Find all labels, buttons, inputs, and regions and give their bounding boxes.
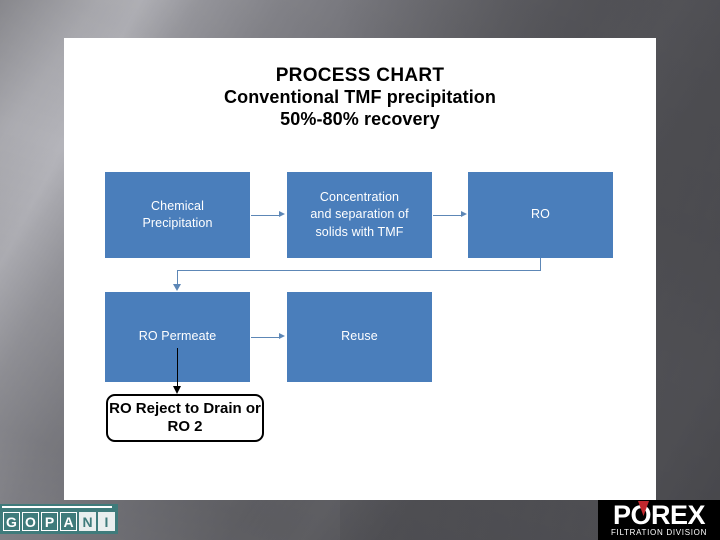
node-concentration-separation[interactable]: Concentration and separation of solids w… xyxy=(287,172,432,258)
edge-permeate-to-reject-arrowhead xyxy=(173,386,181,394)
porex-logo: POREX FILTRATION DIVISION xyxy=(598,500,720,540)
gopani-logo: G O P A N I xyxy=(0,504,118,534)
gopani-letter-n: N xyxy=(79,512,96,531)
node-ro-reject[interactable]: RO Reject to Drain or RO 2 xyxy=(106,394,264,442)
node-chemical-precipitation-line-2: Precipitation xyxy=(142,216,213,230)
edge-concentration-to-ro-line xyxy=(433,214,462,216)
edge-chemical-to-concentration-line xyxy=(251,214,280,216)
porex-wordmark: POREX xyxy=(612,500,706,530)
node-reuse-label: Reuse xyxy=(341,329,378,344)
slide-title: PROCESS CHART Conventional TMF precipita… xyxy=(64,64,656,131)
node-ro-label: RO xyxy=(531,207,550,222)
edge-permeate-to-reuse-line xyxy=(251,336,280,338)
title-line-3: 50%-80% recovery xyxy=(280,109,440,130)
edge-ro-to-permeate-arrowhead xyxy=(173,284,182,291)
edge-ro-to-permeate-segment-left xyxy=(177,270,541,272)
edge-permeate-to-reuse-arrowhead xyxy=(279,333,285,340)
node-chemical-precipitation[interactable]: Chemical Precipitation xyxy=(105,172,250,258)
gopani-letter-p: P xyxy=(41,512,58,531)
gopani-letter-i: I xyxy=(98,512,115,531)
edge-permeate-to-reject-line xyxy=(176,348,179,389)
gopani-logo-bar xyxy=(2,506,112,508)
edge-chemical-to-concentration-arrowhead xyxy=(279,211,285,218)
porex-wordmark-container: POREX xyxy=(602,500,716,530)
gopani-letter-a: A xyxy=(60,512,77,531)
node-reuse[interactable]: Reuse xyxy=(287,292,432,382)
gopani-letter-g: G xyxy=(3,512,20,531)
title-line-1: PROCESS CHART xyxy=(275,65,445,86)
title-line-2: Conventional TMF precipitation xyxy=(224,87,496,108)
node-ro-reject-line-1: RO Reject to xyxy=(109,399,200,417)
gopani-logo-letters: G O P A N I xyxy=(3,512,115,531)
edge-ro-to-permeate-segment-drop xyxy=(177,270,179,285)
porex-red-mark-icon xyxy=(638,501,649,516)
node-chemical-precipitation-line-1: Chemical xyxy=(151,198,204,213)
node-concentration-separation-line-1: Concentration xyxy=(319,190,400,205)
gopani-letter-o: O xyxy=(22,512,39,531)
node-concentration-separation-line-2: and separation of xyxy=(310,207,409,222)
porex-subline: FILTRATION DIVISION xyxy=(610,528,708,537)
edge-concentration-to-ro-arrowhead xyxy=(461,211,467,218)
node-concentration-separation-line-3: solids with TMF xyxy=(315,224,404,239)
node-ro-permeate-label: RO Permeate xyxy=(138,329,217,344)
edge-ro-to-permeate-segment-down xyxy=(540,258,542,271)
node-ro[interactable]: RO xyxy=(468,172,613,258)
node-ro-reject-line-2: Drain or RO 2 xyxy=(167,399,261,435)
slide-canvas: PROCESS CHART Conventional TMF precipita… xyxy=(64,38,656,500)
